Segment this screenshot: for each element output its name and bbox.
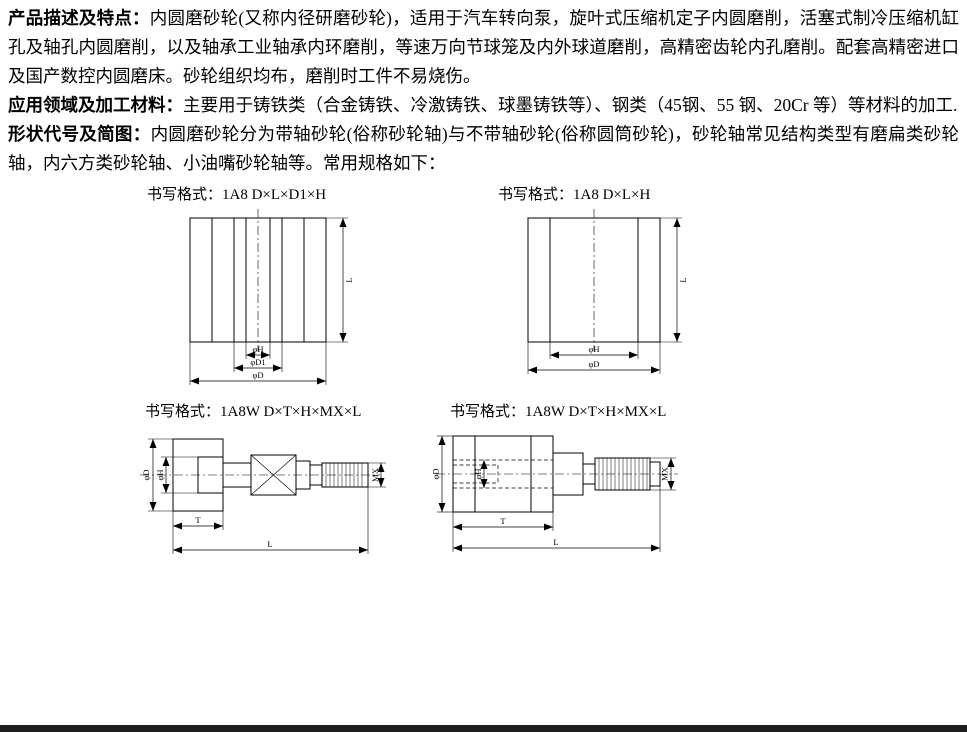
drawing-1a8-d-l-d1-h: L φH φD1 φD [189, 209, 354, 385]
format-label-1a8w-left: 书写格式：1A8W D×T×H×MX×L [145, 404, 362, 420]
dimension-lines: φD φH T L MX [431, 435, 676, 552]
format-label-1a8-dld1h: 书写格式：1A8 D×L×D1×H [147, 187, 327, 203]
drawing-1a8w-shaft-wheel: φD φH T L MX [140, 438, 386, 554]
product-description-text: 内圆磨砂轮(又称内径研磨砂轮)，适用于汽车转向泵，旋叶式压缩机定子内圆磨削，活塞… [8, 8, 960, 86]
dim-label-t: T [500, 516, 506, 526]
dimension-lines: L φH φD1 φD [189, 217, 354, 385]
diagrams-section: 书写格式：1A8 D×L×D1×H 书写格式：1A8 D×L×H [0, 178, 967, 578]
format-label-1a8-dlh: 书写格式：1A8 D×L×H [498, 187, 651, 203]
dim-label-mx: MX [370, 468, 380, 482]
dim-label-phi-d: φD [431, 468, 441, 479]
dim-label-phi-d: φD [252, 370, 263, 380]
dim-label-t: T [195, 515, 201, 525]
dimension-lines: φD φH T L MX [141, 438, 386, 554]
dim-label-phi-d: φD [141, 469, 151, 480]
text-content: 产品描述及特点：内圆磨砂轮(又称内径研磨砂轮)，适用于汽车转向泵，旋叶式压缩机定… [0, 0, 967, 178]
shape-code-heading: 形状代号及简图： [8, 124, 151, 144]
dim-label-mx: MX [660, 467, 670, 481]
dim-label-phi-h: φH [252, 344, 263, 354]
wheel-cross-section [189, 209, 327, 351]
application-text: 主要用于铸铁类（合金铸铁、冷激铸铁、球墨铸铁等）、钢类（45钢、55 钢、20C… [183, 95, 958, 115]
application-paragraph: 应用领域及加工材料：主要用于铸铁类（合金铸铁、冷激铸铁、球墨铸铁等）、钢类（45… [8, 91, 959, 120]
dim-label-phi-h: φH [473, 468, 483, 479]
dim-label-L: L [678, 277, 688, 282]
hidden-bore-lines [453, 459, 553, 489]
dim-label-L: L [344, 277, 354, 282]
wheel-and-shaft [140, 438, 380, 512]
dim-label-l: L [267, 539, 272, 549]
drawing-1a8w-threaded-bore-wheel: φD φH T L MX [431, 435, 678, 552]
shape-code-paragraph: 形状代号及简图：内圆磨砂轮分为带轴砂轮(俗称砂轮轴)与不带轴砂轮(俗称圆筒砂轮)… [8, 120, 959, 178]
dim-label-l: L [553, 537, 558, 547]
product-description-paragraph: 产品描述及特点：内圆磨砂轮(又称内径研磨砂轮)，适用于汽车转向泵，旋叶式压缩机定… [8, 4, 959, 91]
dim-label-phi-h: φH [155, 469, 165, 480]
wheel-and-stud [436, 435, 678, 513]
format-label-1a8w-right: 书写格式：1A8W D×T×H×MX×L [450, 404, 667, 420]
drawing-1a8-d-l-h: L φH φD [527, 209, 688, 374]
dim-label-phi-d: φD [588, 359, 599, 369]
shape-code-text: 内圆磨砂轮分为带轴砂轮(俗称砂轮轴)与不带轴砂轮(俗称圆筒砂轮)，砂轮轴常见结构… [8, 124, 960, 173]
tube-cross-section [527, 209, 661, 351]
dim-label-phi-d1: φD1 [250, 357, 265, 367]
dim-label-phi-h: φH [588, 344, 599, 354]
product-description-heading: 产品描述及特点： [8, 8, 150, 28]
dimension-lines: L φH φD [527, 217, 688, 374]
bottom-bar [0, 725, 967, 732]
application-heading: 应用领域及加工材料： [8, 95, 183, 115]
